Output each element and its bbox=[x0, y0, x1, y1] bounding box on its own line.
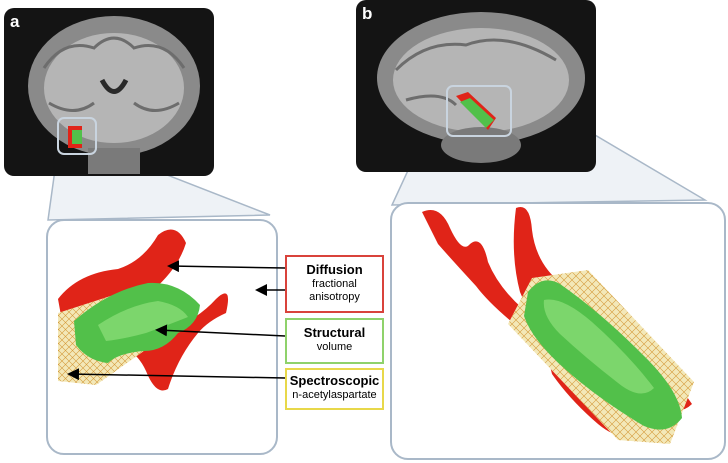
diffusion-title: Diffusion bbox=[306, 262, 363, 277]
panel-a-label: a bbox=[10, 12, 20, 31]
spectroscopic-title: Spectroscopic bbox=[289, 373, 380, 388]
panel-a-3d-rendering bbox=[58, 229, 229, 391]
panel-a-zoom-view bbox=[46, 219, 278, 455]
panel-b-label: b bbox=[362, 4, 373, 23]
panel-b-diffusion-tract-upper bbox=[422, 210, 542, 332]
panel-b-sagittal-mri: b bbox=[356, 0, 596, 172]
panel-b-zoom-box bbox=[446, 85, 512, 137]
spectroscopic-callout: Spectroscopic n-acetylaspartate bbox=[285, 368, 384, 410]
panel-b-3d-rendering bbox=[422, 206, 694, 444]
panel-a-structural-roi bbox=[72, 130, 82, 144]
panel-b-zoom-view bbox=[390, 202, 726, 460]
coronal-brain-image bbox=[28, 16, 200, 174]
panel-a-coronal-mri: a bbox=[4, 8, 214, 176]
diffusion-subtitle-line-2: anisotropy bbox=[309, 291, 360, 303]
diffusion-callout: Diffusion fractional anisotropy bbox=[285, 255, 384, 313]
diffusion-subtitle-line-1: fractional bbox=[312, 278, 357, 290]
structural-subtitle: volume bbox=[316, 341, 353, 353]
structural-title: Structural bbox=[303, 325, 366, 340]
structural-callout: Structural volume bbox=[285, 318, 384, 364]
panel-b-structural-roi bbox=[460, 98, 494, 128]
sagittal-brain-image bbox=[377, 12, 585, 163]
panel-a-zoom-box bbox=[57, 117, 97, 155]
spectroscopic-subtitle: n-acetylaspartate bbox=[292, 389, 377, 401]
